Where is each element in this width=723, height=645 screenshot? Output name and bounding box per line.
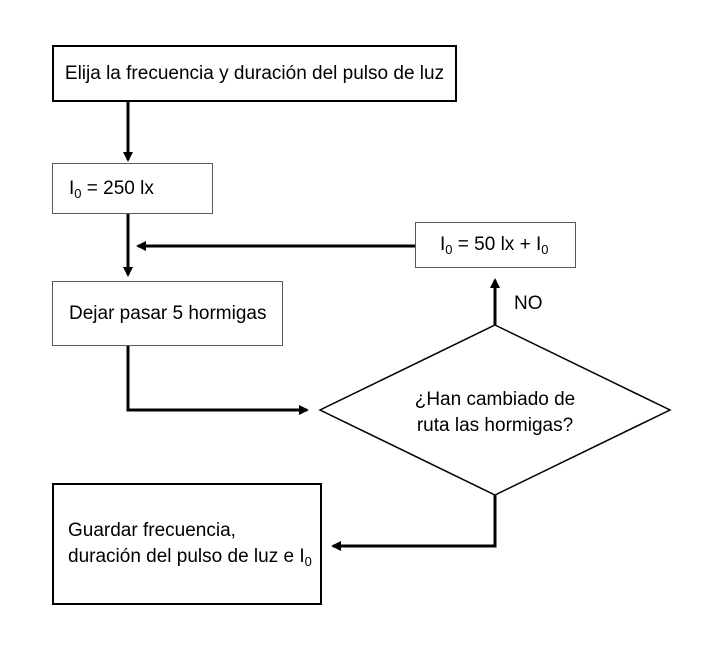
save-line-1: Guardar frecuencia, bbox=[68, 520, 236, 541]
start-box: Elija la frecuencia y duración del pulso… bbox=[52, 45, 457, 102]
save-box: Guardar frecuencia, duración del pulso d… bbox=[52, 483, 322, 605]
init-var-subscript: 0 bbox=[74, 185, 82, 201]
init-value: = 250 lx bbox=[81, 177, 154, 199]
increment-box-text: I0 = 50 lx + I0 bbox=[440, 233, 548, 257]
save-line-2-subscript: 0 bbox=[304, 554, 312, 569]
increment-expression-subscript: 0 bbox=[541, 242, 549, 257]
increment-var: I bbox=[440, 234, 446, 255]
init-box: I0 = 250 lx bbox=[52, 163, 213, 214]
init-var: I bbox=[69, 177, 75, 199]
start-box-text: Elija la frecuencia y duración del pulso… bbox=[64, 62, 445, 84]
decision-line-1: ¿Han cambiado de bbox=[414, 389, 576, 410]
save-line-2: duración del pulso de luz e I0 bbox=[68, 544, 312, 570]
increment-var-subscript: 0 bbox=[445, 242, 453, 257]
save-box-text: Guardar frecuencia, duración del pulso d… bbox=[68, 518, 312, 570]
no-label: NO bbox=[514, 293, 543, 314]
arrow-decision-to-save bbox=[331, 495, 497, 551]
pass-box-text: Dejar pasar 5 hormigas bbox=[69, 302, 267, 324]
decision-text: ¿Han cambiado de ruta las hormigas? bbox=[320, 387, 670, 439]
increment-box: I0 = 50 lx + I0 bbox=[415, 222, 576, 268]
save-line-2-text: duración del pulso de luz e I bbox=[68, 546, 305, 567]
decision-line-2: ruta las hormigas? bbox=[416, 415, 574, 436]
init-box-text: I0 = 250 lx bbox=[69, 177, 154, 201]
arrow-pass-to-decision bbox=[126, 346, 309, 415]
increment-expression: = 50 lx + I bbox=[452, 234, 542, 255]
pass-box: Dejar pasar 5 hormigas bbox=[52, 281, 283, 346]
